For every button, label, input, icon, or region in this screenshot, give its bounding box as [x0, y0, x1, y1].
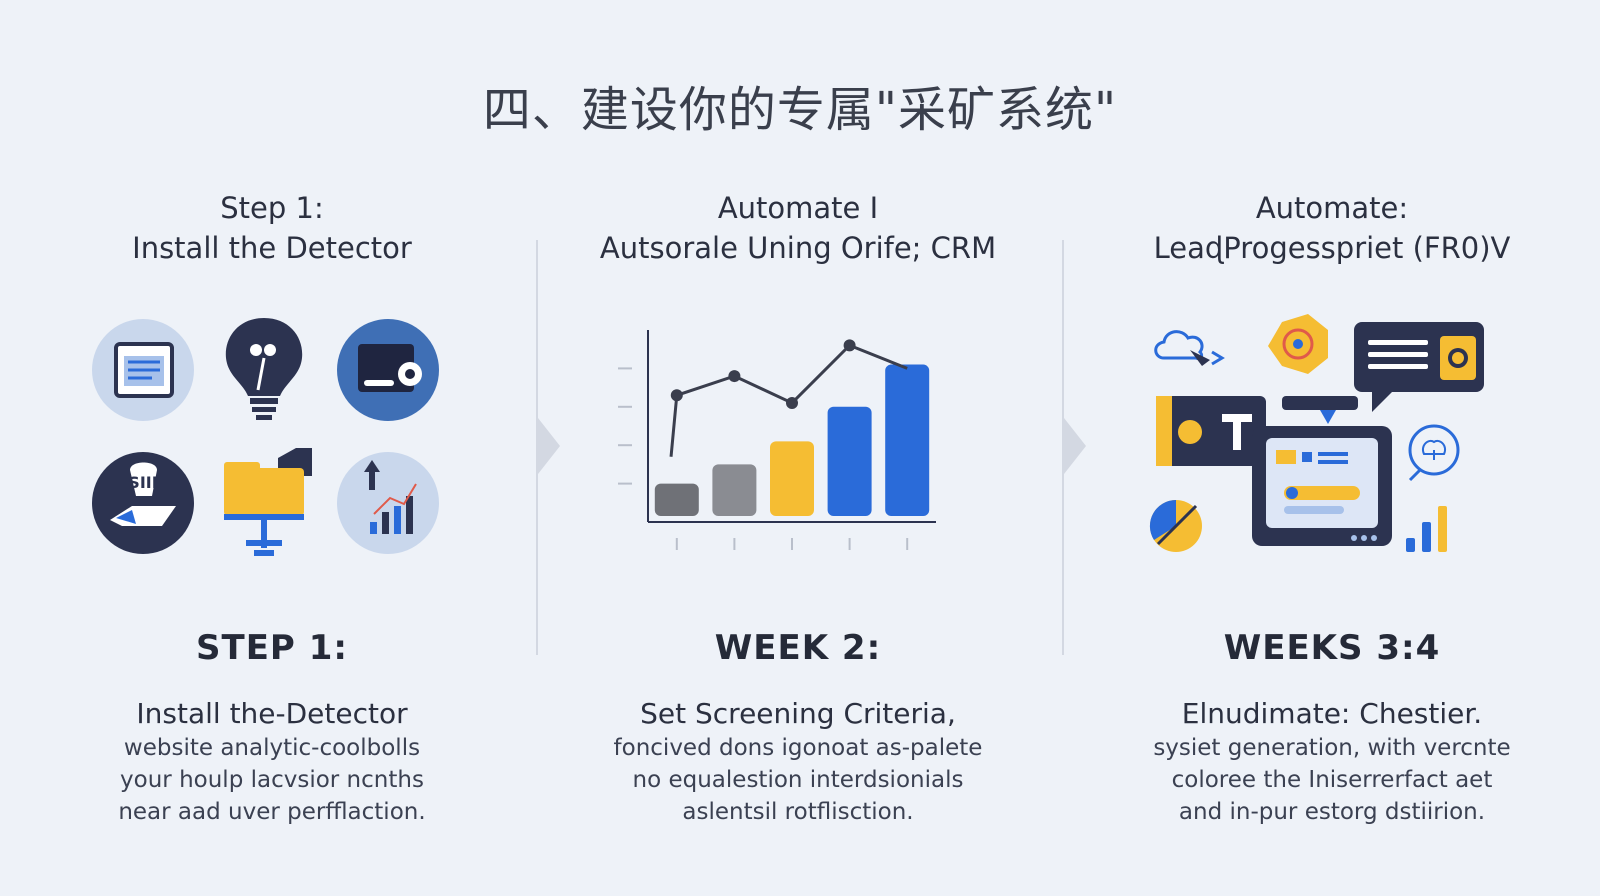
header-line-2: Install the Detector [132, 231, 412, 265]
week3-illustration [1072, 300, 1592, 590]
device-icon [1156, 396, 1392, 546]
step-description: Elnudimate: Chestier. sysiet generation,… [1072, 696, 1592, 828]
combo-chart [618, 330, 936, 550]
period-label: WEEK 2: [714, 628, 882, 668]
column-header: Automate I Autsorale Uning Orife; CRM [538, 188, 1058, 268]
description-line: and in-pur estorg dstiirion. [1178, 799, 1486, 825]
week2-chart [538, 300, 1058, 590]
line-point [843, 339, 856, 352]
description-line: near aad uver perfflaction. [118, 799, 426, 825]
header-line-2: LeaɖProgesspriet (FR0)V [1153, 231, 1511, 265]
chart-bar [654, 483, 699, 516]
svg-text:SIII: SIII [128, 473, 157, 492]
lightbulb-icon [225, 318, 303, 420]
step-description: Set Screening Criteria, foncived dons ig… [538, 696, 1058, 828]
support-bubble-icon [1408, 424, 1460, 482]
step-column-3: Automate: LeaɖProgesspriet (FR0)V [1072, 0, 1592, 896]
pie-icon [1149, 499, 1202, 552]
trend-line [669, 343, 908, 457]
step-description: Install the-Detector website analytic-co… [12, 696, 532, 828]
column-header: Automate: LeaɖProgesspriet (FR0)V [1072, 188, 1592, 268]
gear-badge-icon [1268, 314, 1328, 374]
step1-illustration: SIII [12, 300, 532, 590]
description-title: Install the-Detector [136, 697, 408, 730]
header-line-1: Automate: [1255, 191, 1409, 225]
description-title: Elnudimate: Chestier. [1181, 697, 1483, 730]
description-line: sysiet generation, with vercnte [1153, 735, 1511, 761]
description-line: no equalestion interdsionials [632, 767, 964, 793]
column-divider [536, 240, 538, 655]
tag-tray-icon: SIII [92, 452, 194, 554]
bar-mini-icon [1406, 506, 1447, 552]
description-line: coloree the Iniserrerfact aet [1171, 767, 1493, 793]
period-label: WEEKS 3:4 [1223, 628, 1441, 668]
chart-bar [712, 464, 757, 516]
line-point [728, 370, 741, 383]
description-line: aslentsil rotflisction. [682, 799, 914, 825]
document-icon [92, 319, 194, 421]
chart-bar [770, 441, 814, 516]
header-line-1: Automate I [717, 191, 879, 225]
growth-chart-icon [337, 452, 439, 554]
arrow-icon [538, 418, 560, 474]
step-column-2: Automate I Autsorale Uning Orife; CRM WE… [538, 0, 1058, 896]
header-line-1: Step 1: [220, 191, 324, 225]
chart-bar [827, 406, 872, 516]
description-line: your houlp lacvsior ncnths [120, 767, 424, 793]
description-line: foncived dons igonoat as-palete [613, 735, 983, 761]
line-point [786, 396, 798, 409]
period-label: STEP 1: [196, 628, 348, 668]
chart-bar [885, 364, 930, 516]
chat-bubble-icon [1354, 322, 1484, 412]
line-point [670, 389, 683, 402]
monitor-gear-icon [337, 319, 439, 421]
column-divider [1062, 240, 1064, 655]
page-title: 四、建设你的专属"采矿系统" [482, 82, 1118, 138]
header-line-2: Autsorale Uning Orife; CRM [599, 231, 997, 265]
cloud-icon [1154, 330, 1225, 366]
description-line: website analytic-coolbolls [123, 735, 421, 761]
step-column-1: Step 1: Install the Detector [12, 0, 532, 896]
column-header: Step 1: Install the Detector [12, 188, 532, 268]
folder-network-icon [224, 448, 312, 556]
arrow-icon [1064, 418, 1086, 474]
description-title: Set Screening Criteria, [640, 697, 956, 730]
